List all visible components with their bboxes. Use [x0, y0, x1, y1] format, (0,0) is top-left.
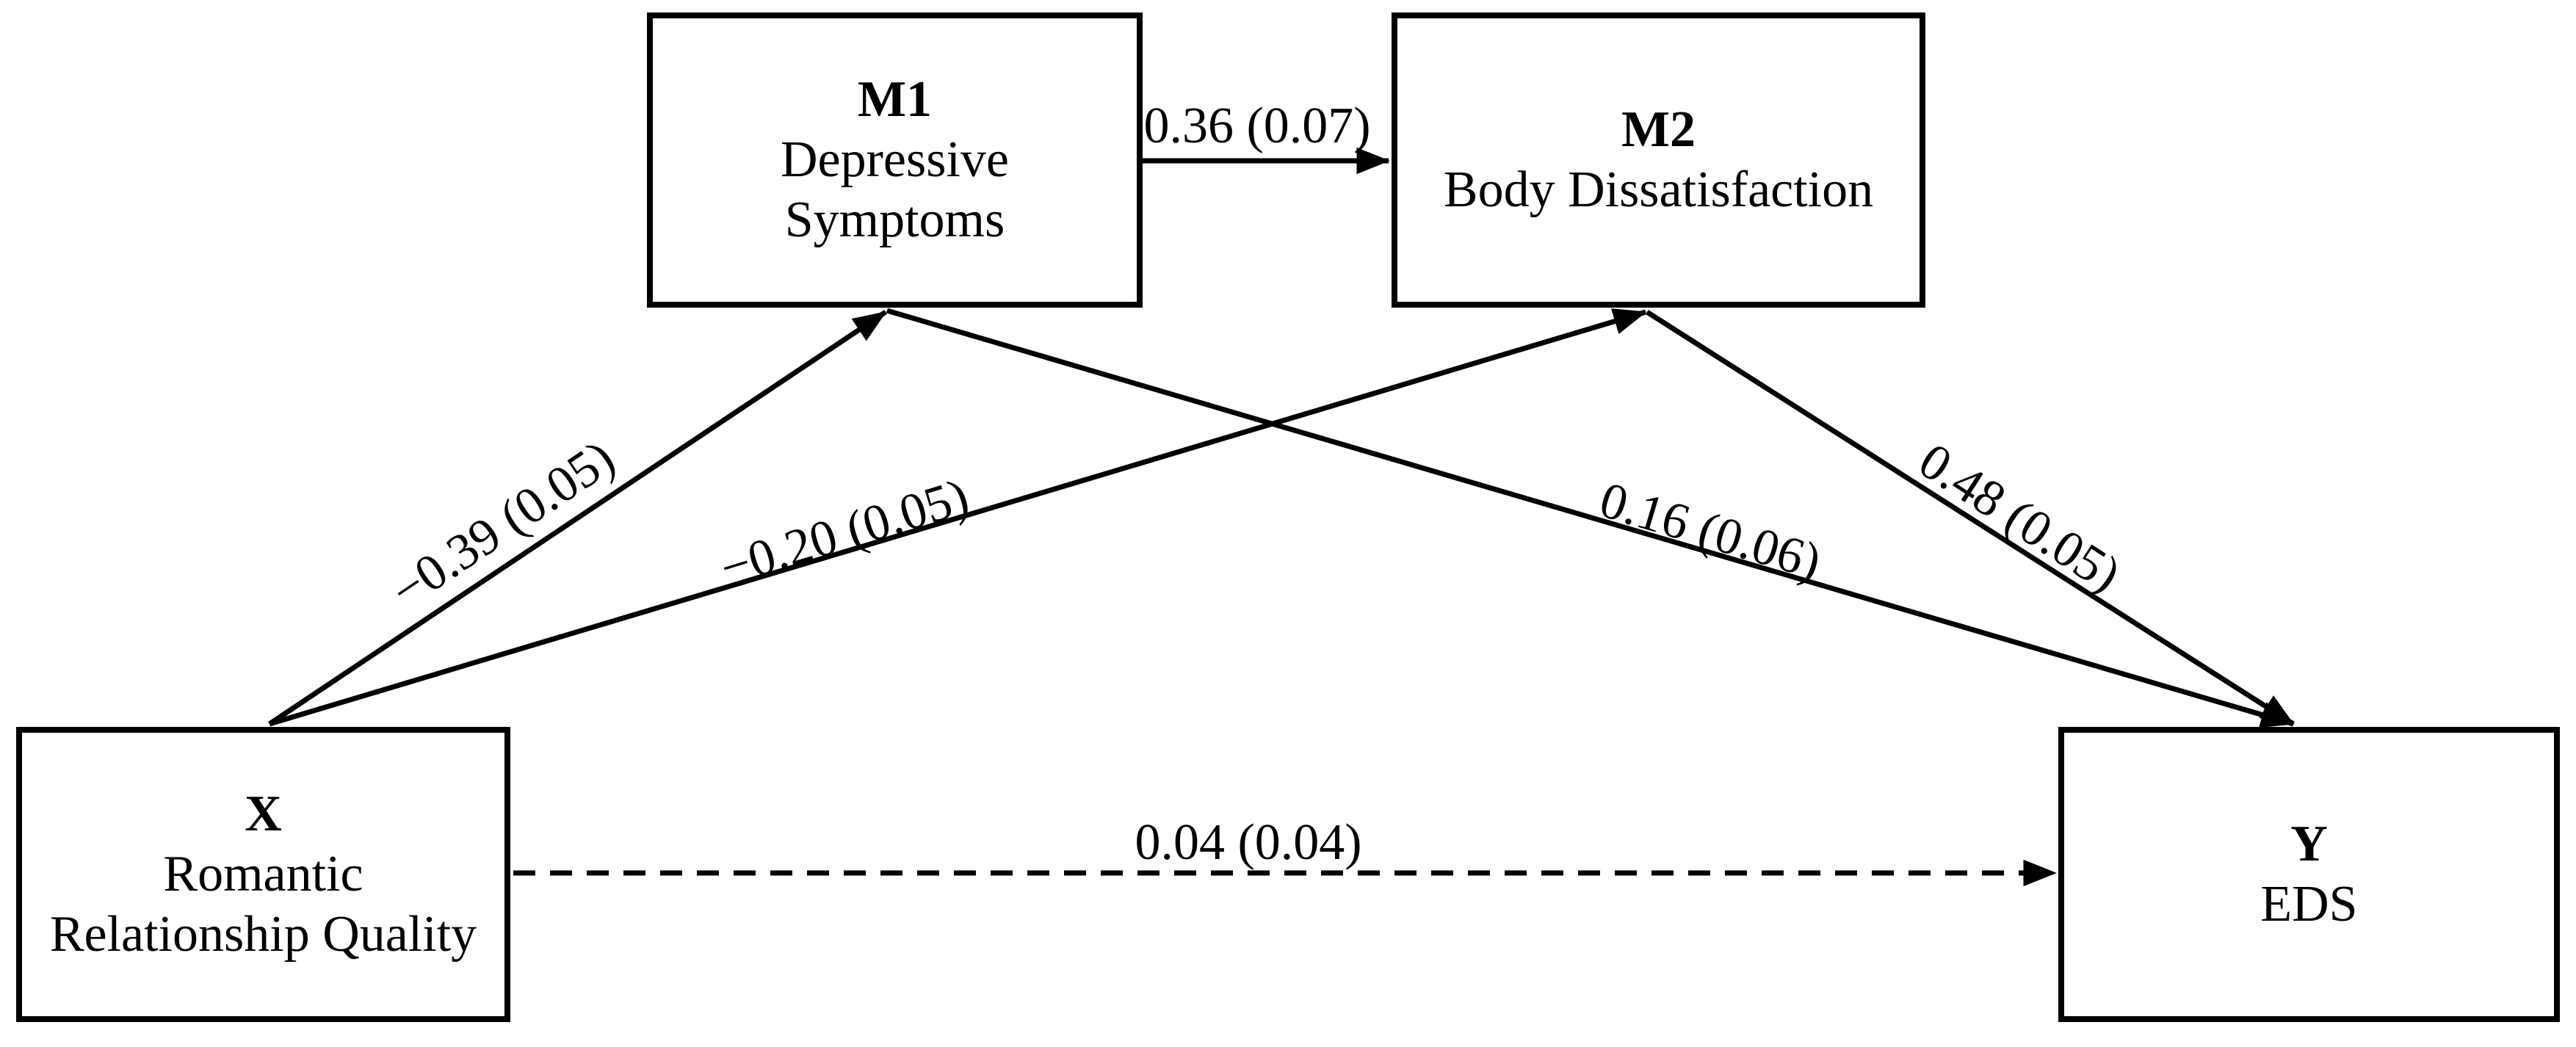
node-y-id: Y	[2290, 816, 2328, 872]
arrow-x-to-m2	[268, 308, 1647, 727]
node-m1-depressive-symptoms: M1 Depressive Symptoms	[647, 12, 1143, 308]
node-y-label-line1: EDS	[2260, 876, 2358, 932]
node-x-id: X	[245, 786, 282, 842]
coefficient-x-to-y-direct: 0.04 (0.04)	[1135, 814, 1362, 871]
node-m2-label-line1: Body Dissatisfaction	[1443, 162, 1874, 218]
node-x-label-line1: Romantic	[163, 846, 363, 902]
arrow-m2-to-y	[1646, 310, 2295, 726]
node-m1-label-line2: Symptoms	[784, 192, 1005, 248]
node-m2-body-dissatisfaction: M2 Body Dissatisfaction	[1392, 12, 1925, 308]
arrow-m1-to-y	[886, 308, 2295, 728]
node-x-romantic-relationship-quality: X Romantic Relationship Quality	[16, 727, 510, 1022]
node-y-eds: Y EDS	[2058, 727, 2560, 1022]
node-m2-id: M2	[1621, 101, 1696, 158]
node-x-label-line2: Relationship Quality	[49, 906, 477, 963]
coefficient-m1-to-m2: 0.36 (0.07)	[1143, 98, 1371, 154]
arrow-x-to-m1	[268, 310, 887, 726]
node-m1-id: M1	[857, 71, 933, 128]
node-m1-label-line1: Depressive	[780, 131, 1009, 188]
